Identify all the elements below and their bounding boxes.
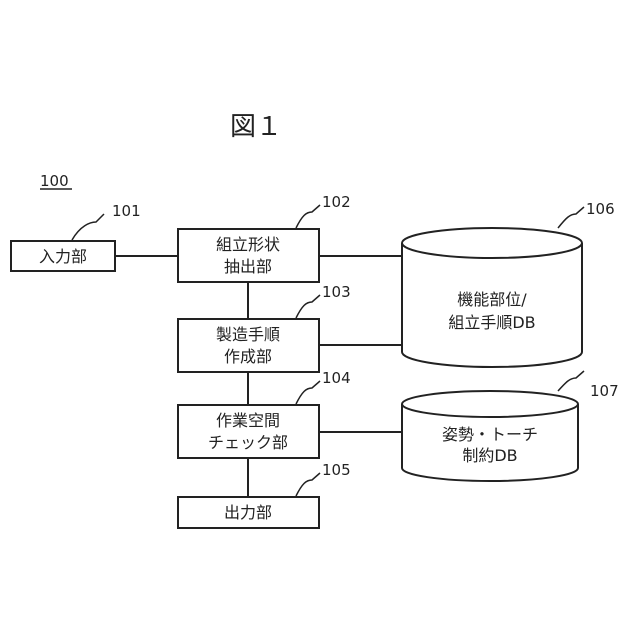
function-db-label-line2: 組立手順DB bbox=[448, 313, 535, 332]
procedure-block: 製造手順 作成部 103 bbox=[178, 283, 351, 372]
function-db-ref-leader bbox=[558, 207, 584, 228]
extract-block-label-line1: 組立形状 bbox=[216, 235, 280, 254]
input-block-label: 入力部 bbox=[39, 247, 87, 266]
procedure-ref: 103 bbox=[322, 283, 351, 301]
output-block: 出力部 105 bbox=[178, 461, 351, 528]
posture-db-cylinder: 姿勢・トーチ 制約DB 107 bbox=[402, 371, 619, 481]
workspace-block: 作業空間 チェック部 104 bbox=[178, 369, 351, 458]
output-block-label: 出力部 bbox=[224, 503, 272, 522]
function-db-cylinder: 機能部位/ 組立手順DB 106 bbox=[402, 200, 615, 367]
workspace-block-label-line2: チェック部 bbox=[208, 433, 288, 452]
workspace-block-label-line1: 作業空間 bbox=[216, 411, 280, 430]
procedure-block-label-line2: 作成部 bbox=[224, 347, 272, 366]
procedure-ref-leader bbox=[296, 295, 320, 318]
posture-db-label-line1: 姿勢・トーチ bbox=[442, 425, 538, 444]
workspace-ref: 104 bbox=[322, 369, 351, 387]
posture-db-ref: 107 bbox=[590, 382, 619, 400]
posture-db-label-line2: 制約DB bbox=[462, 446, 517, 465]
posture-db-ref-leader bbox=[558, 371, 584, 391]
workspace-ref-leader bbox=[296, 381, 320, 404]
input-block: 入力部 101 bbox=[11, 202, 141, 271]
output-ref: 105 bbox=[322, 461, 351, 479]
procedure-block-label-line1: 製造手順 bbox=[216, 325, 280, 344]
function-db-ref: 106 bbox=[586, 200, 615, 218]
extract-ref: 102 bbox=[322, 193, 351, 211]
figure-title: 図１ bbox=[230, 112, 282, 142]
extract-block-label-line2: 抽出部 bbox=[224, 257, 272, 276]
extract-ref-leader bbox=[296, 205, 320, 228]
input-ref: 101 bbox=[112, 202, 141, 220]
system-ref: 100 bbox=[40, 172, 69, 190]
input-ref-leader bbox=[72, 214, 104, 240]
function-db-label-line1: 機能部位/ bbox=[457, 290, 527, 309]
connectors bbox=[115, 256, 402, 497]
output-ref-leader bbox=[296, 473, 320, 496]
extract-block: 組立形状 抽出部 102 bbox=[178, 193, 351, 282]
